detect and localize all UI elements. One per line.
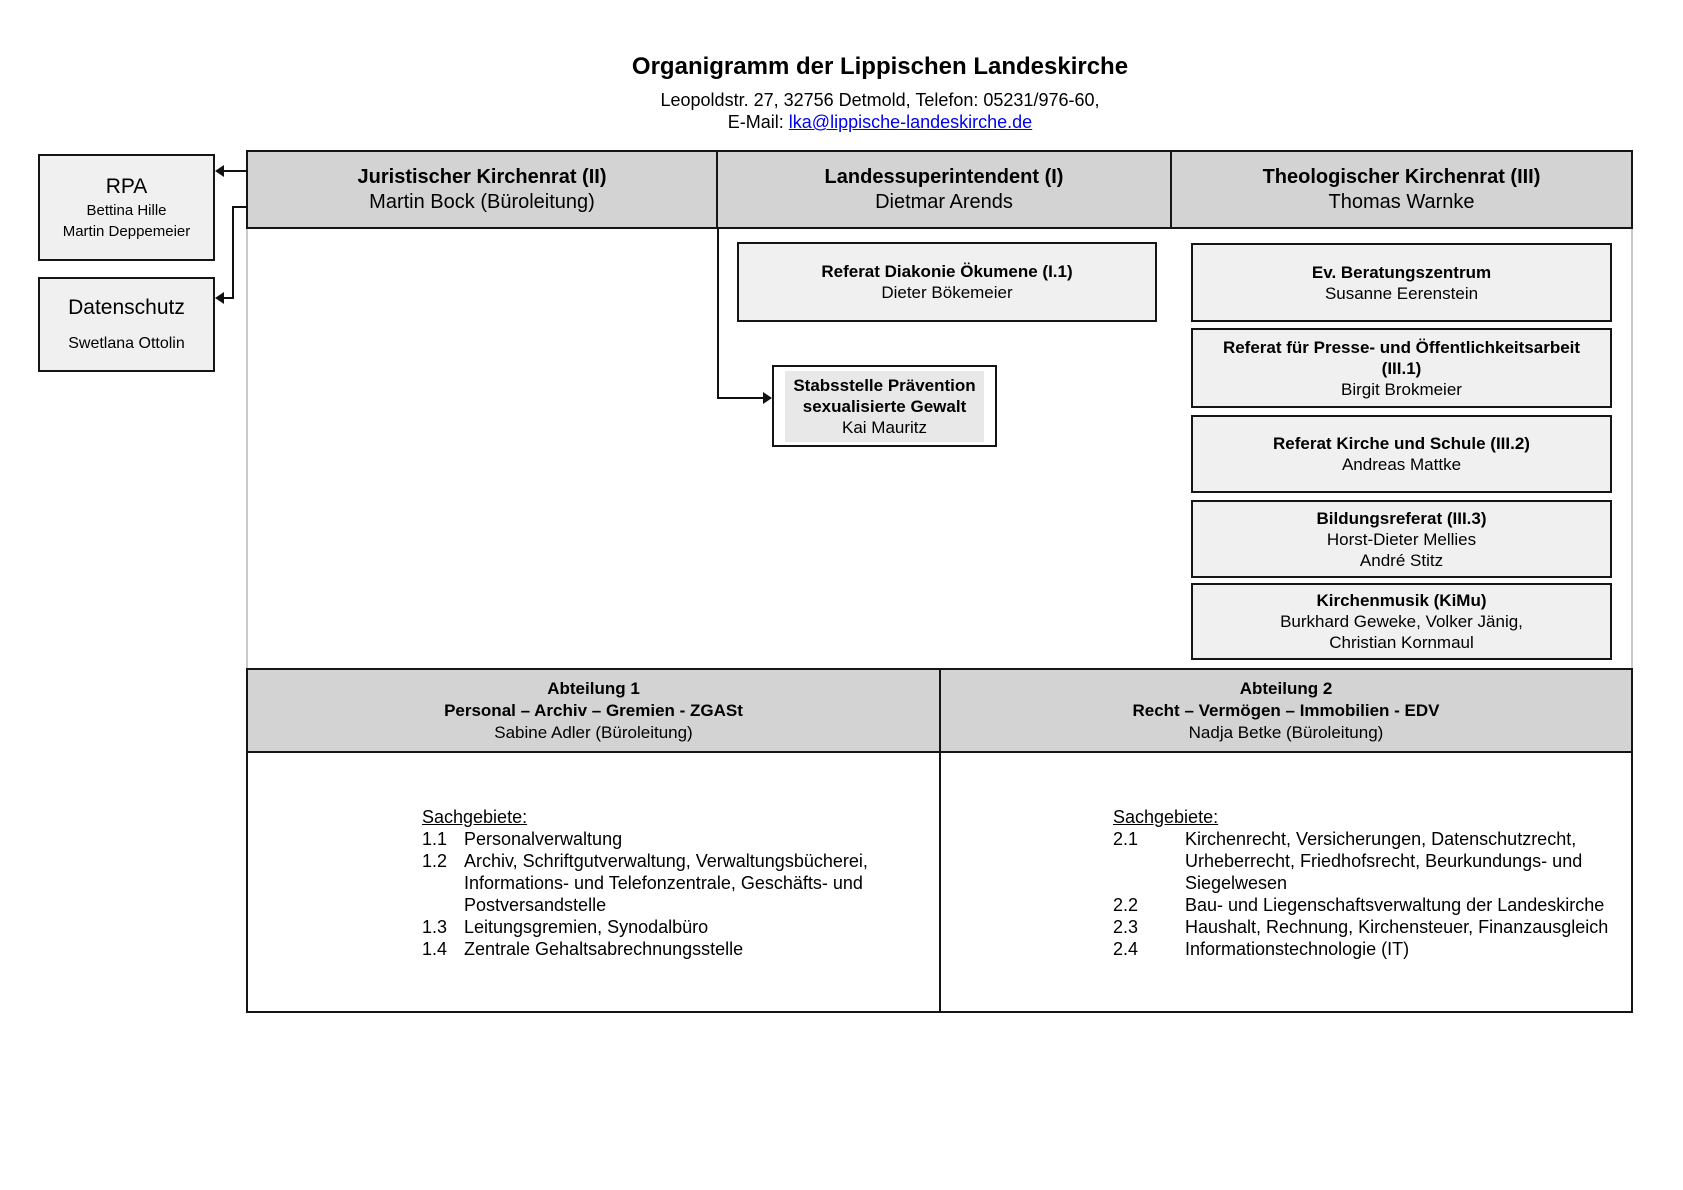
- box-person: Birgit Brokmeier: [1341, 379, 1462, 399]
- diakonie-person: Dieter Bökemeier: [881, 283, 1013, 302]
- list-item: 1.2 Archiv, Schriftgutverwaltung, Verwal…: [422, 850, 914, 916]
- item-text: Kirchenrecht, Versicherungen, Datenschut…: [1185, 829, 1583, 893]
- sachgebiete-label: Sachgebiete:: [422, 807, 528, 827]
- leadership-title: Juristischer Kirchenrat (II): [357, 166, 607, 188]
- stabsstelle-title-line2: sexualisierte Gewalt: [802, 396, 967, 416]
- email-link[interactable]: lka@lippische-landeskirche.de: [788, 112, 1033, 132]
- sachgebiete-label: Sachgebiete:: [1113, 807, 1219, 827]
- stabsstelle-title-line1: Stabsstelle Prävention: [793, 375, 976, 395]
- abteilung-areas: Recht – Vermögen – Immobilien - EDV: [1132, 700, 1440, 720]
- item-number: 2.3: [1113, 917, 1139, 937]
- box-title: Kirchenmusik (KiMu): [1316, 591, 1487, 610]
- middle-zone-left-border: [246, 229, 248, 668]
- item-text: Leitungsgremien, Synodalbüro: [464, 917, 709, 937]
- item-number: 1.2: [422, 851, 448, 871]
- abteilung-name: Abteilung 1: [547, 678, 640, 698]
- arrow-line-datenschutz-h2: [222, 297, 234, 299]
- list-item: 2.4 Informationstechnologie (IT): [1113, 938, 1635, 960]
- arrow-line-stabsstelle-v: [717, 229, 719, 399]
- rpa-box: RPA Bettina Hille Martin Deppemeier: [38, 154, 215, 261]
- item-text: Haushalt, Rechnung, Kirchensteuer, Finan…: [1185, 917, 1609, 937]
- presse-referat-box: Referat für Presse- und Öffentlichkeitsa…: [1191, 328, 1612, 408]
- item-text: Personalverwaltung: [464, 829, 623, 849]
- diakonie-title: Referat Diakonie Ökumene (I.1): [821, 262, 1073, 281]
- item-number: 2.4: [1113, 939, 1139, 959]
- abteilung2-content: Sachgebiete: 2.1 Kirchenrecht, Versicher…: [939, 751, 1633, 1013]
- datenschutz-box: Datenschutz Swetlana Ottolin: [38, 277, 215, 372]
- kirchenmusik-box: Kirchenmusik (KiMu) Burkhard Geweke, Vol…: [1191, 583, 1612, 660]
- item-text: Informationstechnologie (IT): [1185, 939, 1410, 959]
- sachgebiete-list-2: Sachgebiete: 2.1 Kirchenrecht, Versicher…: [1113, 806, 1635, 960]
- rpa-member-2: Martin Deppemeier: [62, 223, 191, 240]
- arrowhead-to-stabsstelle: [763, 392, 772, 404]
- arrow-line-datenschutz-h1: [232, 206, 248, 208]
- leadership-title: Landessuperintendent (I): [824, 166, 1064, 188]
- arrowhead-to-rpa: [215, 165, 224, 177]
- box-person-2: André Stitz: [1359, 550, 1444, 570]
- page-title: Organigramm der Lippischen Landeskirche: [631, 53, 1129, 80]
- middle-zone-right-border: [1631, 229, 1633, 668]
- sachgebiete-list-1: Sachgebiete: 1.1 Personalverwaltung 1.2 …: [422, 806, 914, 960]
- item-text: Archiv, Schriftgutverwaltung, Verwaltung…: [464, 851, 868, 915]
- abteilung1-content: Sachgebiete: 1.1 Personalverwaltung 1.2 …: [246, 751, 941, 1013]
- item-number: 1.1: [422, 829, 448, 849]
- email-line: E-Mail: lka@lippische-landeskirche.de: [180, 111, 1580, 133]
- leadership-cell-theologischer-kirchenrat: Theologischer Kirchenrat (III) Thomas Wa…: [1170, 150, 1633, 229]
- leadership-title: Theologischer Kirchenrat (III): [1262, 166, 1541, 188]
- datenschutz-title: Datenschutz: [68, 296, 185, 319]
- datenschutz-member-1: Swetlana Ottolin: [68, 335, 185, 352]
- stabsstelle-inner: Stabsstelle Prävention sexualisierte Gew…: [785, 370, 984, 442]
- box-person: Andreas Mattke: [1341, 455, 1462, 474]
- abteilung1-header: Abteilung 1 Personal – Archiv – Gremien …: [246, 668, 941, 753]
- item-number: 2.2: [1113, 895, 1139, 915]
- bildungsreferat-box: Bildungsreferat (III.3) Horst-Dieter Mel…: [1191, 500, 1612, 578]
- list-item: 1.3 Leitungsgremien, Synodalbüro: [422, 916, 914, 938]
- box-person-1: Horst-Dieter Mellies: [1326, 529, 1477, 549]
- box-title-line1: Referat für Presse- und Öffentlichkeitsa…: [1222, 337, 1581, 357]
- beratungszentrum-box: Ev. Beratungszentrum Susanne Eerenstein: [1191, 243, 1612, 322]
- box-title: Ev. Beratungszentrum: [1311, 262, 1492, 282]
- rpa-member-1: Bettina Hille: [86, 202, 167, 219]
- abteilung-lead: Nadja Betke (Büroleitung): [1188, 722, 1384, 742]
- arrow-line-datenschutz-v: [232, 206, 234, 299]
- rpa-title: RPA: [105, 175, 148, 198]
- list-item: 2.2 Bau- und Liegenschaftsverwaltung der…: [1113, 894, 1635, 916]
- abteilung-lead: Sabine Adler (Büroleitung): [494, 722, 693, 742]
- abteilung2-header: Abteilung 2 Recht – Vermögen – Immobilie…: [939, 668, 1633, 753]
- kirche-schule-box: Referat Kirche und Schule (III.2) Andrea…: [1191, 415, 1612, 493]
- box-title: Bildungsreferat (III.3): [1316, 508, 1487, 528]
- stabsstelle-person: Kai Mauritz: [841, 417, 928, 437]
- title-block: Organigramm der Lippischen Landeskirche …: [180, 52, 1580, 133]
- arrowhead-to-datenschutz: [215, 292, 224, 304]
- item-text: Bau- und Liegenschaftsverwaltung der Lan…: [1185, 895, 1605, 915]
- box-person: Susanne Eerenstein: [1324, 283, 1479, 303]
- item-text: Zentrale Gehaltsabrechnungsstelle: [464, 939, 744, 959]
- leadership-person: Dietmar Arends: [875, 191, 1013, 213]
- leadership-person: Thomas Warnke: [1328, 191, 1475, 213]
- email-label: E-Mail:: [727, 112, 789, 132]
- box-title-line2: (III.1): [1381, 358, 1422, 378]
- leadership-cell-juristischer-kirchenrat: Juristischer Kirchenrat (II) Martin Bock…: [246, 150, 718, 229]
- arrow-line-to-rpa: [222, 170, 248, 172]
- list-item: 2.1 Kirchenrecht, Versicherungen, Datens…: [1113, 828, 1635, 894]
- item-number: 1.3: [422, 917, 448, 937]
- box-title: Referat Kirche und Schule (III.2): [1273, 434, 1530, 453]
- diakonie-box: Referat Diakonie Ökumene (I.1) Dieter Bö…: [737, 242, 1157, 322]
- abteilung-name: Abteilung 2: [1239, 678, 1333, 698]
- box-person-1: Burkhard Geweke, Volker Jänig,: [1280, 612, 1523, 631]
- stabsstelle-box: Stabsstelle Prävention sexualisierte Gew…: [772, 365, 997, 447]
- item-number: 1.4: [422, 939, 448, 959]
- abteilung-areas: Personal – Archiv – Gremien - ZGASt: [444, 700, 743, 720]
- list-item: 1.4 Zentrale Gehaltsabrechnungsstelle: [422, 938, 914, 960]
- arrow-line-stabsstelle-h: [717, 397, 763, 399]
- box-person-2: Christian Kornmaul: [1329, 633, 1474, 652]
- leadership-cell-landessuperintendent: Landessuperintendent (I) Dietmar Arends: [716, 150, 1172, 229]
- leadership-person: Martin Bock (Büroleitung): [369, 191, 595, 213]
- address-line: Leopoldstr. 27, 32756 Detmold, Telefon: …: [660, 90, 1100, 110]
- item-number: 2.1: [1113, 829, 1139, 849]
- list-item: 1.1 Personalverwaltung: [422, 828, 914, 850]
- list-item: 2.3 Haushalt, Rechnung, Kirchensteuer, F…: [1113, 916, 1635, 938]
